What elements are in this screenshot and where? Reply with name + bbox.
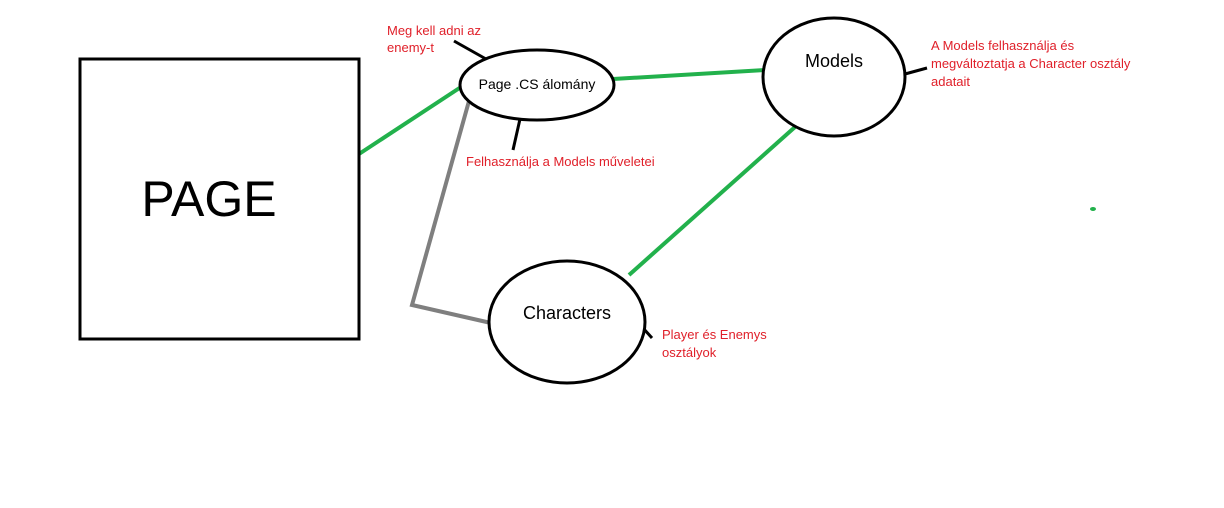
characters-node-label: Characters — [523, 303, 611, 323]
stray-green-mark — [1090, 207, 1096, 211]
models-node — [761, 16, 907, 138]
edge-models-to-characters — [627, 125, 797, 277]
note-models-right-line-3: adatait — [931, 74, 970, 89]
page-node — [78, 57, 361, 341]
note-connector-pagecs-top — [453, 39, 487, 61]
note-pagecs-top: Meg kell adni az enemy-t — [387, 23, 485, 55]
note-pagecs-top-line-2: enemy-t — [387, 40, 434, 55]
page-node-label: PAGE — [141, 171, 276, 227]
note-models-right: A Models felhasználja és megváltoztatja … — [931, 38, 1134, 89]
page-cs-node — [458, 48, 616, 122]
page-cs-node-label: Page .CS álomány — [479, 76, 596, 92]
note-characters-right-line-1: Player és Enemys — [662, 327, 767, 342]
note-characters-right-line-2: osztályok — [662, 345, 717, 360]
edge-pagecs-to-models — [612, 68, 767, 81]
note-characters-right: Player és Enemys osztályok — [662, 327, 770, 360]
note-pagecs-bottom-line-1: Felhasználja a Models műveletei — [466, 154, 655, 169]
models-node-label: Models — [805, 51, 863, 71]
note-models-right-line-1: A Models felhasználja és — [931, 38, 1075, 53]
edge-pagecs-to-characters — [409, 100, 492, 325]
edge-page-to-pagecs — [357, 85, 463, 156]
note-connector-pagecs-bottom — [511, 118, 522, 151]
note-connector-models — [904, 66, 928, 76]
note-models-right-line-2: megváltoztatja a Character osztály — [931, 56, 1131, 71]
note-pagecs-top-line-1: Meg kell adni az — [387, 23, 481, 38]
characters-node — [487, 259, 647, 385]
note-pagecs-bottom: Felhasználja a Models műveletei — [466, 154, 655, 169]
